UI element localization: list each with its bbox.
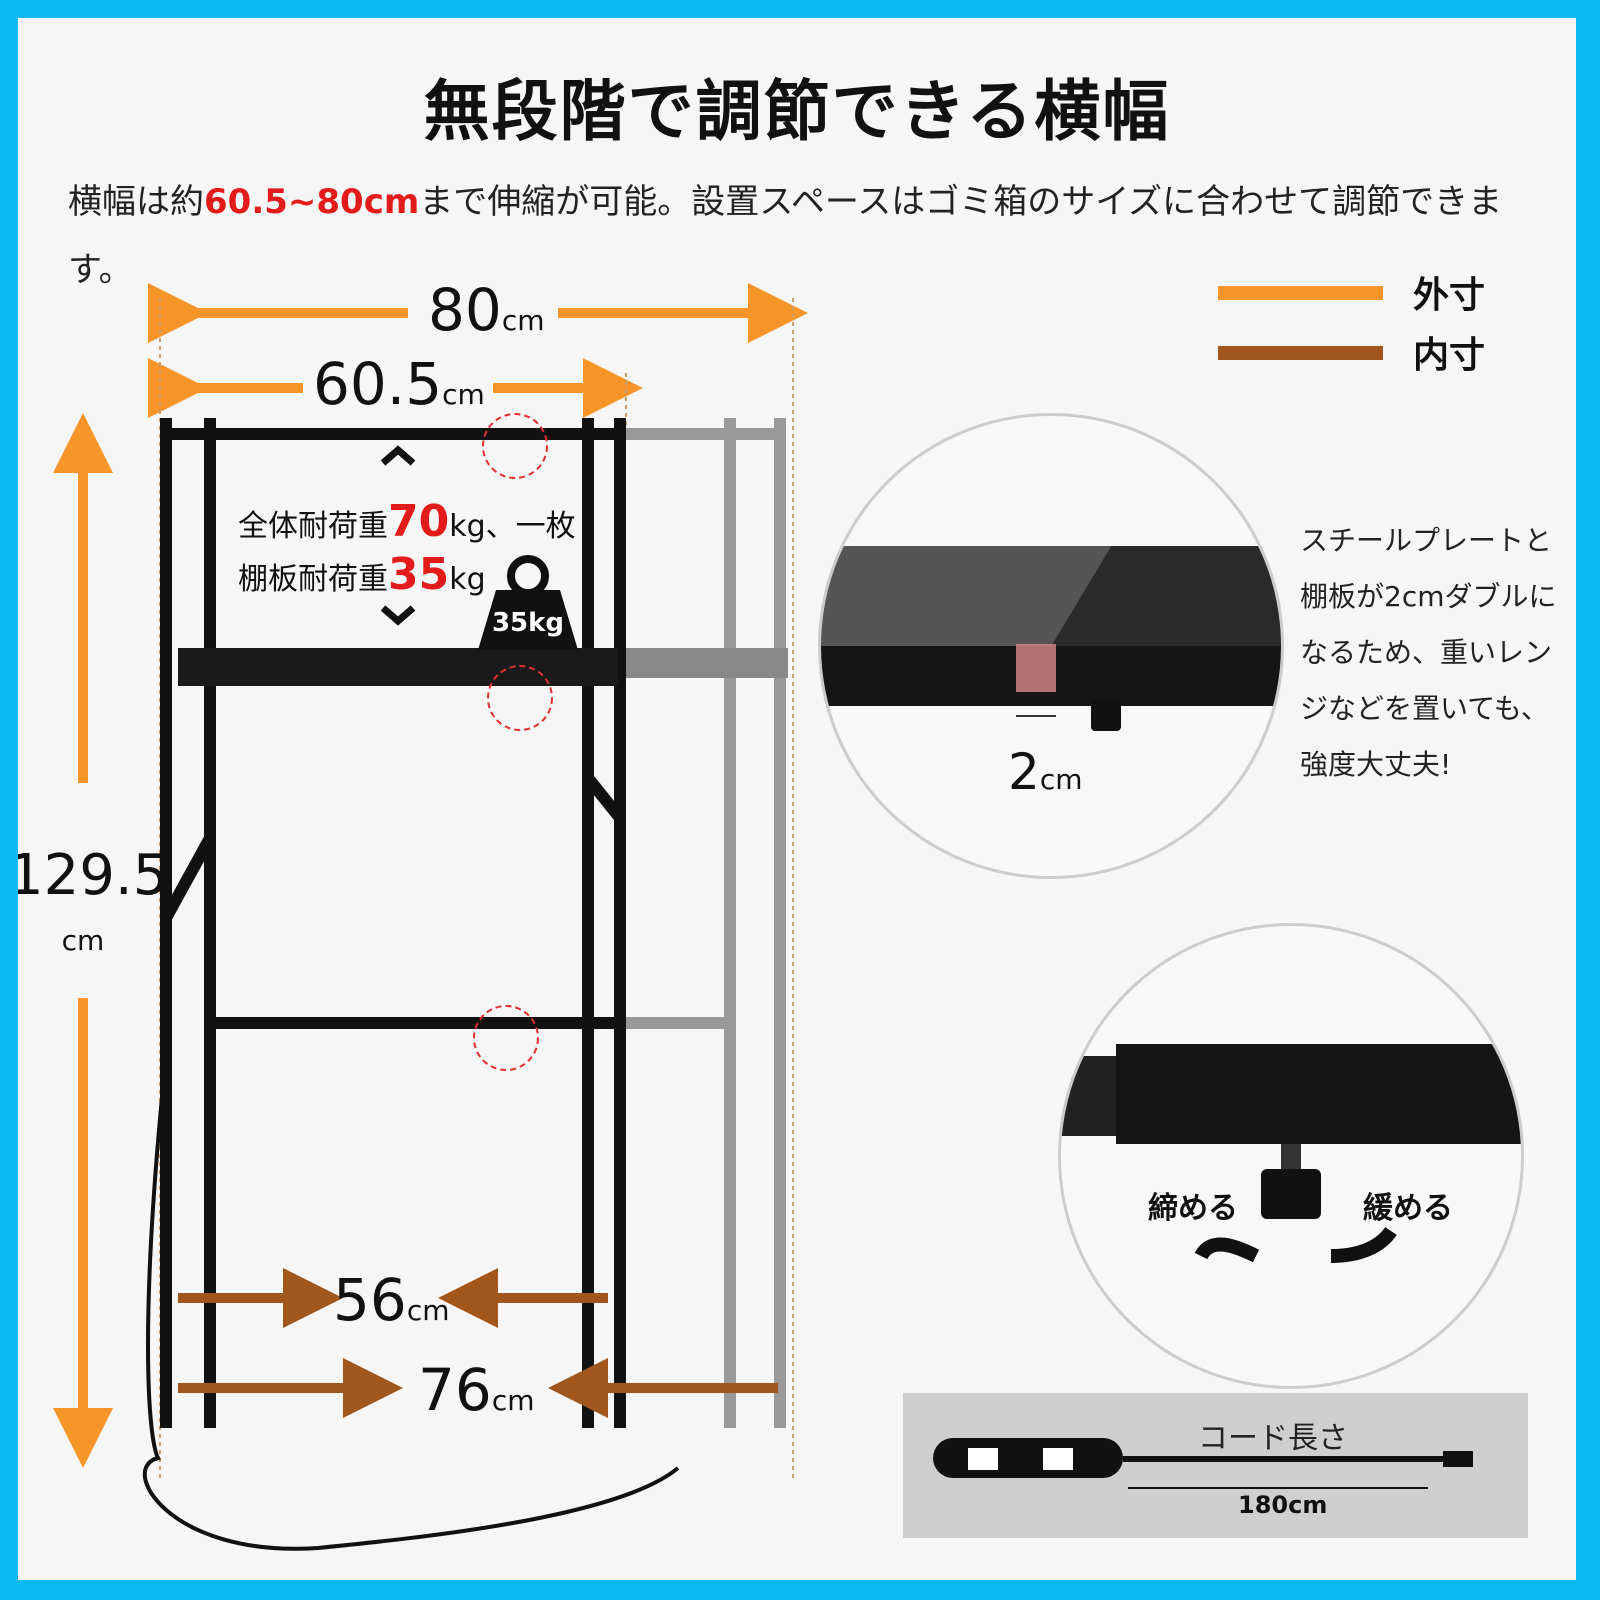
weight-badge: 35kg (491, 608, 565, 638)
cord-info-box: コード長さ 180cm (903, 1393, 1528, 1538)
inner-bottom-label: 56cm (333, 1266, 450, 1334)
legend-outer-label: 外寸 (1413, 275, 1486, 316)
chevron-icons (380, 445, 416, 626)
width-arrows (53, 283, 808, 1468)
bottom-arrows (178, 1268, 778, 1418)
legend-inner-swatch (1218, 346, 1383, 360)
description: 横幅は約60.5~80cmまで伸縮が可能。設置スペースはゴミ箱のサイズに合わせて… (68, 168, 1528, 304)
shelf (178, 648, 618, 686)
desc-suffix: まで伸縮が可能。設置スペースはゴミ箱のサイズに合わせて調節できます。 (68, 182, 1503, 290)
outer-bottom-label: 76cm (418, 1356, 535, 1424)
desc-highlight: 60.5~80cm (204, 182, 420, 222)
page-title: 無段階で調節できる横幅 (423, 73, 1171, 150)
cord-length-label: コード長さ (1198, 1421, 1348, 1456)
knob-detail-circle (1058, 923, 1524, 1389)
legend-outer-swatch (1218, 286, 1383, 300)
loosen-label: 緩める (1363, 1191, 1453, 1226)
rack-frame (160, 418, 626, 1428)
cord-length-value: 180cm (1238, 1491, 1328, 1519)
thickness-label: 2cm (1008, 743, 1083, 801)
legend-inner-label: 内寸 (1413, 335, 1486, 376)
inner-width-label: 60.5cm (313, 350, 485, 418)
load-capacity-text: 全体耐荷重70kg、一枚 棚板耐荷重35kg (238, 496, 576, 600)
infographic: 無段階で調節できる横幅 横幅は約60.5~80cmまで伸縮が可能。設置スペースは… (18, 18, 1576, 1580)
outer-width-label: 80cm (428, 276, 545, 344)
rack-illustration (53, 283, 808, 1551)
tighten-label: 締める (1148, 1191, 1238, 1226)
extended-frame (618, 418, 786, 1428)
shelf-detail-circle (818, 413, 1284, 879)
desc-prefix: 横幅は約 (68, 182, 204, 222)
strength-text: スチールプレートと棚板が2cmダブルになるため、重いレンジなどを置いても、強度大… (1300, 524, 1557, 781)
power-cord (142, 1037, 680, 1551)
